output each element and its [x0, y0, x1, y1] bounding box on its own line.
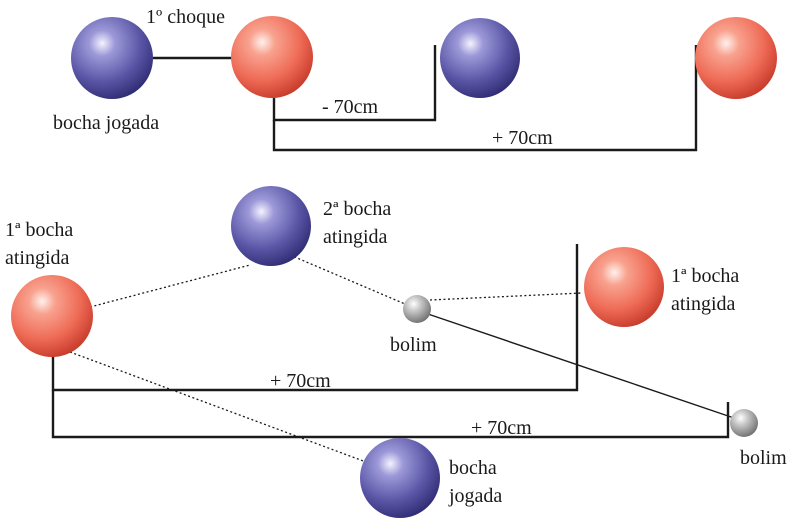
struck-ball-red [231, 16, 313, 98]
thrown-ball-label-bottom: bocha jogada [448, 457, 502, 507]
short-distance-label: - 70cm [322, 96, 379, 118]
left-hit-label: 1ª bocha atingida [5, 219, 78, 269]
first-hit-ball-red-left [11, 275, 93, 357]
lower-distance-label: + 70cm [471, 417, 532, 439]
ball-red-far [695, 17, 777, 99]
first-hit-ball-red-right [584, 247, 664, 327]
bolim-right [730, 409, 758, 437]
thrown-ball-blue-bottom [360, 438, 440, 518]
second-hit-label: 2ª bocha atingida [323, 198, 396, 248]
thrown-ball-blue [71, 17, 153, 99]
trajectory-second-to-bolim [289, 254, 406, 305]
bolim-right-label: bolim [740, 447, 787, 469]
thrown-ball-label: bocha jogada [53, 112, 159, 134]
bolim-center-label: bolim [390, 334, 437, 356]
bolim-center [403, 295, 431, 323]
trajectory-left-to-thrown [69, 351, 367, 463]
upper-distance-label: + 70cm [270, 370, 331, 392]
lower-distance-bracket [51, 390, 730, 439]
bottom-scenario: 1ª bocha atingida 2ª bocha atingida 1ª b… [5, 186, 787, 518]
second-hit-ball-blue [231, 186, 311, 266]
trajectory-bolim-to-right [429, 292, 583, 301]
bolim-movement-line [424, 312, 738, 420]
first-collision-label: 1º choque [146, 6, 225, 28]
trajectory-left-to-second [89, 264, 251, 308]
long-distance-bracket [272, 45, 698, 152]
ball-blue-short [440, 18, 520, 98]
long-distance-label: + 70cm [492, 127, 553, 149]
upper-distance-bracket [51, 244, 579, 392]
top-scenario: 1º choque bocha jogada - 70cm + 70cm [53, 6, 777, 152]
right-hit-label: 1ª bocha atingida [671, 265, 744, 315]
short-distance-bracket [272, 45, 437, 122]
